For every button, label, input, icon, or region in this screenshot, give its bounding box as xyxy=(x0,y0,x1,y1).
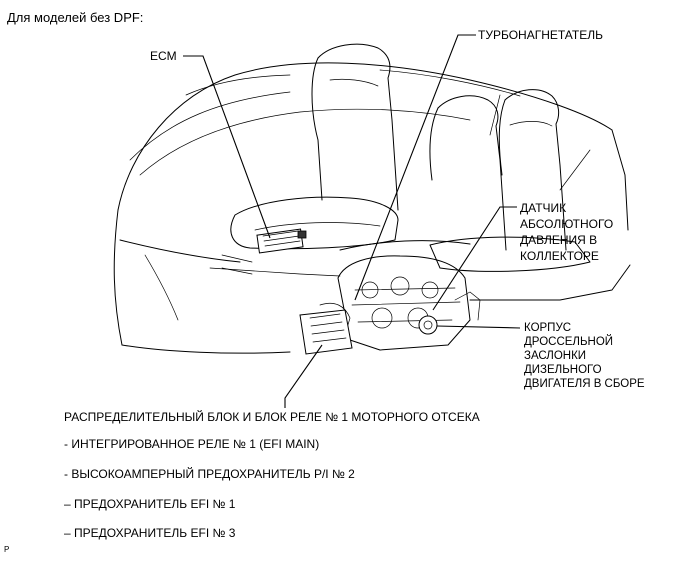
page-heading: Для моделей без DPF: xyxy=(7,10,144,25)
callout-turbocharger: ТУРБОНАГНЕТАТЕЛЬ xyxy=(478,28,603,42)
engine-assembly xyxy=(319,255,481,351)
leader-turbo xyxy=(354,34,476,301)
callout-ecm: ECM xyxy=(150,49,177,63)
relay-block-unit xyxy=(299,309,353,355)
leader-map-sensor xyxy=(432,206,517,311)
callout-manifold-pressure-sensor: ДАТЧИК АБСОЛЮТНОГО ДАВЛЕНИЯ В КОЛЛЕКТОРЕ xyxy=(520,201,614,263)
figure-code: P xyxy=(4,545,10,554)
leader-throttle-body xyxy=(436,325,521,329)
relay-block-title: РАСПРЕДЕЛИТЕЛЬНЫЙ БЛОК И БЛОК РЕЛЕ № 1 М… xyxy=(64,410,480,424)
relay-block-item: - ИНТЕГРИРОВАННОЕ РЕЛЕ № 1 (EFI MAIN) xyxy=(64,437,320,451)
front-seat-passenger xyxy=(339,89,591,272)
relay-block-item: – ПРЕДОХРАНИТЕЛЬ EFI № 3 xyxy=(64,526,236,540)
vehicle-body-outline xyxy=(113,62,631,354)
throttle-body-unit xyxy=(418,315,438,335)
front-seat-driver xyxy=(230,43,399,250)
callout-throttle-body: КОРПУС ДРОССЕЛЬНОЙ ЗАСЛОНКИ ДИЗЕЛЬНОГО Д… xyxy=(524,322,645,390)
leader-lines xyxy=(183,34,521,408)
leader-ecm xyxy=(183,55,271,239)
relay-block-item: - ВЫСОКОАМПЕРНЫЙ ПРЕДОХРАНИТЕЛЬ P/I № 2 xyxy=(64,467,355,481)
ecm-unit xyxy=(256,228,307,254)
leader-relay-block xyxy=(284,344,323,408)
relay-block-item: – ПРЕДОХРАНИТЕЛЬ EFI № 1 xyxy=(64,497,236,511)
